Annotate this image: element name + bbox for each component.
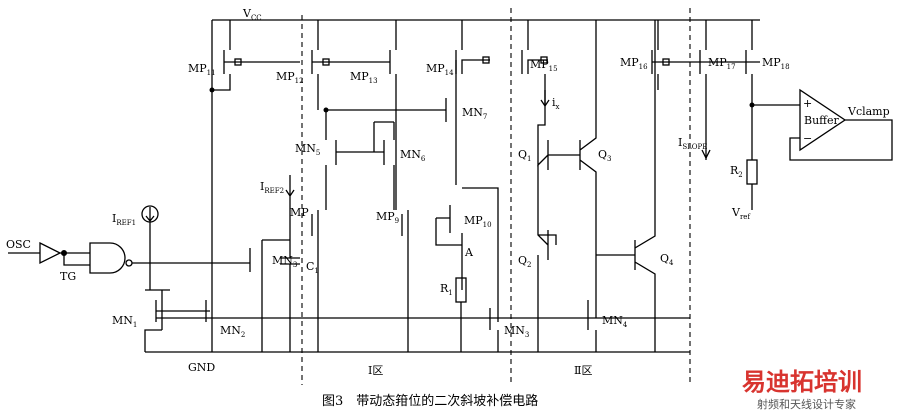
label-vcc: VCC — [242, 7, 262, 22]
label-minus: − — [803, 132, 812, 145]
label-mp13: MP13 — [350, 70, 378, 85]
watermark-title: 易迪拓培训 — [742, 368, 862, 396]
mn1 — [144, 289, 170, 352]
q2 — [537, 165, 549, 352]
label-plus: + — [803, 97, 812, 110]
mn5 — [325, 110, 384, 210]
label-iref1: IREF1 — [112, 212, 136, 227]
label-mn6: MN6 — [400, 148, 426, 163]
label-mp14: MP14 — [426, 62, 454, 77]
label-node-a: A — [464, 246, 474, 259]
mp17 — [699, 20, 707, 160]
label-mp16: MP16 — [620, 56, 648, 71]
mn7 — [445, 60, 457, 185]
label-q1: Q1 — [518, 148, 532, 163]
mn6 — [373, 121, 395, 210]
mp11 — [212, 20, 300, 91]
mp-left — [311, 210, 319, 352]
mp13 — [389, 20, 397, 210]
label-mn3: MN3 — [504, 324, 529, 339]
label-gnd: GND — [188, 361, 215, 374]
mn-cap — [249, 239, 290, 352]
mn4 — [587, 292, 597, 352]
r2-resistor — [746, 159, 758, 185]
ix-wire — [537, 74, 546, 145]
mp12-body — [322, 58, 330, 66]
label-zone2: Ⅱ区 — [574, 364, 592, 377]
nand-bubble — [125, 259, 133, 267]
q3 — [579, 20, 597, 292]
label-mn1: MN1 — [112, 314, 137, 329]
label-q3: Q3 — [598, 148, 612, 163]
label-mp11: MP11 — [188, 62, 216, 77]
label-zone1: Ⅰ区 — [368, 364, 383, 377]
mp14 — [455, 20, 490, 74]
c1-cap — [280, 240, 300, 352]
islope-arrow — [701, 149, 711, 160]
osc-buffer — [39, 241, 62, 265]
q4 — [596, 20, 656, 352]
mp10 — [435, 187, 499, 300]
label-mp15: MP15 — [530, 58, 558, 73]
label-mp9: MP9 — [376, 210, 399, 225]
label-mn7: MN7 — [462, 106, 487, 121]
q2-collector — [538, 234, 557, 245]
tg-line — [63, 253, 90, 266]
label-r2: R2 — [730, 164, 743, 179]
label-tg: TG — [60, 270, 76, 283]
label-ix: ix — [552, 96, 560, 111]
mp14-body — [482, 56, 490, 64]
iref1-arrow — [145, 207, 155, 223]
label-mp-left: MP — [290, 206, 309, 219]
mp16-body — [662, 58, 670, 66]
buffer-opamp — [799, 88, 847, 152]
watermark-subtitle: 射频和天线设计专家 — [757, 397, 856, 411]
label-mn2: MN2 — [220, 324, 245, 339]
label-mp12: MP12 — [276, 70, 304, 85]
nand-gate — [89, 242, 126, 274]
label-islope: ISLOPE — [678, 136, 707, 151]
mn2 — [205, 20, 213, 352]
mp16 — [651, 20, 760, 90]
r1-resistor — [455, 277, 467, 303]
mp12 — [311, 20, 390, 110]
label-osc: OSC — [6, 238, 31, 251]
buffer-feedback — [789, 119, 893, 161]
label-iref2: IREF2 — [260, 180, 284, 195]
ix-arrow — [540, 90, 550, 108]
label-mp10: MP10 — [464, 214, 492, 229]
mn3 — [489, 300, 499, 352]
label-mn4: MN4 — [602, 314, 628, 329]
q1 — [537, 140, 580, 170]
label-buffer: Buffer — [804, 114, 839, 127]
mp11-body — [234, 58, 242, 66]
label-mn5: MN5 — [295, 142, 320, 157]
label-mp18: MP18 — [762, 56, 790, 71]
mp9 — [401, 210, 409, 352]
label-vclamp: Vclamp — [847, 105, 890, 118]
label-mn-cap: MN3 — [272, 254, 297, 269]
label-q4: Q4 — [660, 252, 674, 267]
label-c1: C1 — [306, 260, 319, 275]
iref2-arrow — [285, 175, 295, 240]
label-vref: Vref — [731, 206, 751, 221]
label-r1: R1 — [440, 282, 453, 297]
label-mp17: MP17 — [708, 56, 736, 71]
mp15-body — [540, 56, 548, 64]
label-q2: Q2 — [518, 254, 532, 269]
figure-caption: 图3 带动态箝位的二次斜坡补偿电路 — [322, 393, 538, 409]
